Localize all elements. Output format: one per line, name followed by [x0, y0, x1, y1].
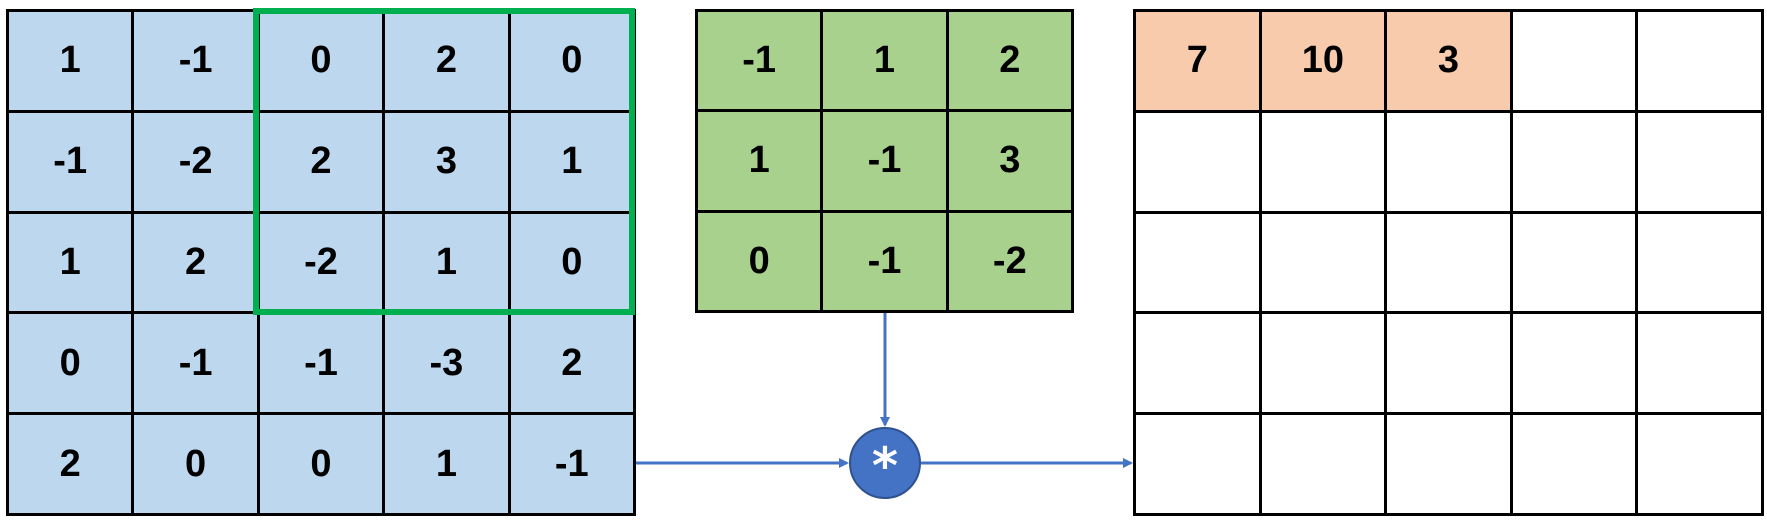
- kernel-cell-r2-c2: -2: [948, 212, 1074, 313]
- output-cell-r0-c4: [1638, 12, 1764, 113]
- output-cell-r3-c3: [1512, 314, 1639, 416]
- output-cell-r0-c1: 10: [1261, 12, 1388, 113]
- input-cell-r0-c0: 1: [9, 12, 135, 113]
- input-cell-r4-c2: 0: [259, 415, 386, 516]
- output-cell-r3-c4: [1638, 314, 1764, 416]
- output-cell-r4-c3: [1512, 415, 1639, 516]
- input-cell-r1-c0: -1: [9, 112, 135, 214]
- output-cell-r0-c3: [1512, 12, 1639, 113]
- output-cell-r2-c1: [1261, 213, 1388, 315]
- input-cell-r1-c2: 2: [259, 112, 386, 214]
- input-cell-r4-c3: 1: [385, 415, 511, 516]
- input-cell-r3-c4: 2: [510, 314, 636, 416]
- output-cell-r1-c1: [1261, 112, 1388, 214]
- input-cell-r0-c3: 2: [385, 12, 511, 113]
- output-cell-r2-c3: [1512, 213, 1639, 315]
- output-cell-r3-c0: [1136, 314, 1262, 416]
- output-cell-r2-c0: [1136, 213, 1262, 315]
- kernel-cell-r1-c2: 3: [948, 112, 1074, 213]
- input-cell-r3-c3: -3: [385, 314, 511, 416]
- kernel-cell-r2-c0: 0: [698, 212, 824, 313]
- kernel-cell-r0-c0: -1: [698, 12, 824, 113]
- input-cell-r2-c1: 2: [134, 213, 260, 315]
- output-cell-r4-c4: [1638, 415, 1764, 516]
- input-cell-r3-c2: -1: [259, 314, 386, 416]
- output-cell-r1-c3: [1512, 112, 1639, 214]
- input-cell-r1-c3: 3: [385, 112, 511, 214]
- input-cell-r4-c1: 0: [134, 415, 260, 516]
- input-cell-r3-c0: 0: [9, 314, 135, 416]
- input-cell-r0-c1: -1: [134, 12, 260, 113]
- output-cell-r1-c4: [1638, 112, 1764, 214]
- input-cell-r1-c1: -2: [134, 112, 260, 214]
- kernel-cell-r2-c1: -1: [823, 212, 949, 313]
- output-cell-r0-c0: 7: [1136, 12, 1262, 113]
- output-cell-r2-c2: [1387, 213, 1513, 315]
- input-cell-r2-c3: 1: [385, 213, 511, 315]
- kernel-cell-r0-c2: 2: [948, 12, 1074, 113]
- kernel-cell-r1-c1: -1: [823, 112, 949, 213]
- kernel-cell-r0-c1: 1: [823, 12, 949, 113]
- input-cell-r4-c4: -1: [510, 415, 636, 516]
- output-cell-r2-c4: [1638, 213, 1764, 315]
- input-cell-r1-c4: 1: [510, 112, 636, 214]
- output-cell-r1-c2: [1387, 112, 1513, 214]
- kernel-cell-r1-c0: 1: [698, 112, 824, 213]
- output-cell-r4-c0: [1136, 415, 1262, 516]
- input-cell-r0-c2: 0: [259, 12, 386, 113]
- input-cell-r4-c0: 2: [9, 415, 135, 516]
- output-cell-r3-c2: [1387, 314, 1513, 416]
- output-cell-r0-c2: 3: [1387, 12, 1513, 113]
- convolution-operator-icon: *: [849, 427, 921, 499]
- input-cell-r3-c1: -1: [134, 314, 260, 416]
- output-cell-r1-c0: [1136, 112, 1262, 214]
- output-cell-r4-c1: [1261, 415, 1388, 516]
- output-cell-r3-c1: [1261, 314, 1388, 416]
- input-cell-r2-c0: 1: [9, 213, 135, 315]
- output-cell-r4-c2: [1387, 415, 1513, 516]
